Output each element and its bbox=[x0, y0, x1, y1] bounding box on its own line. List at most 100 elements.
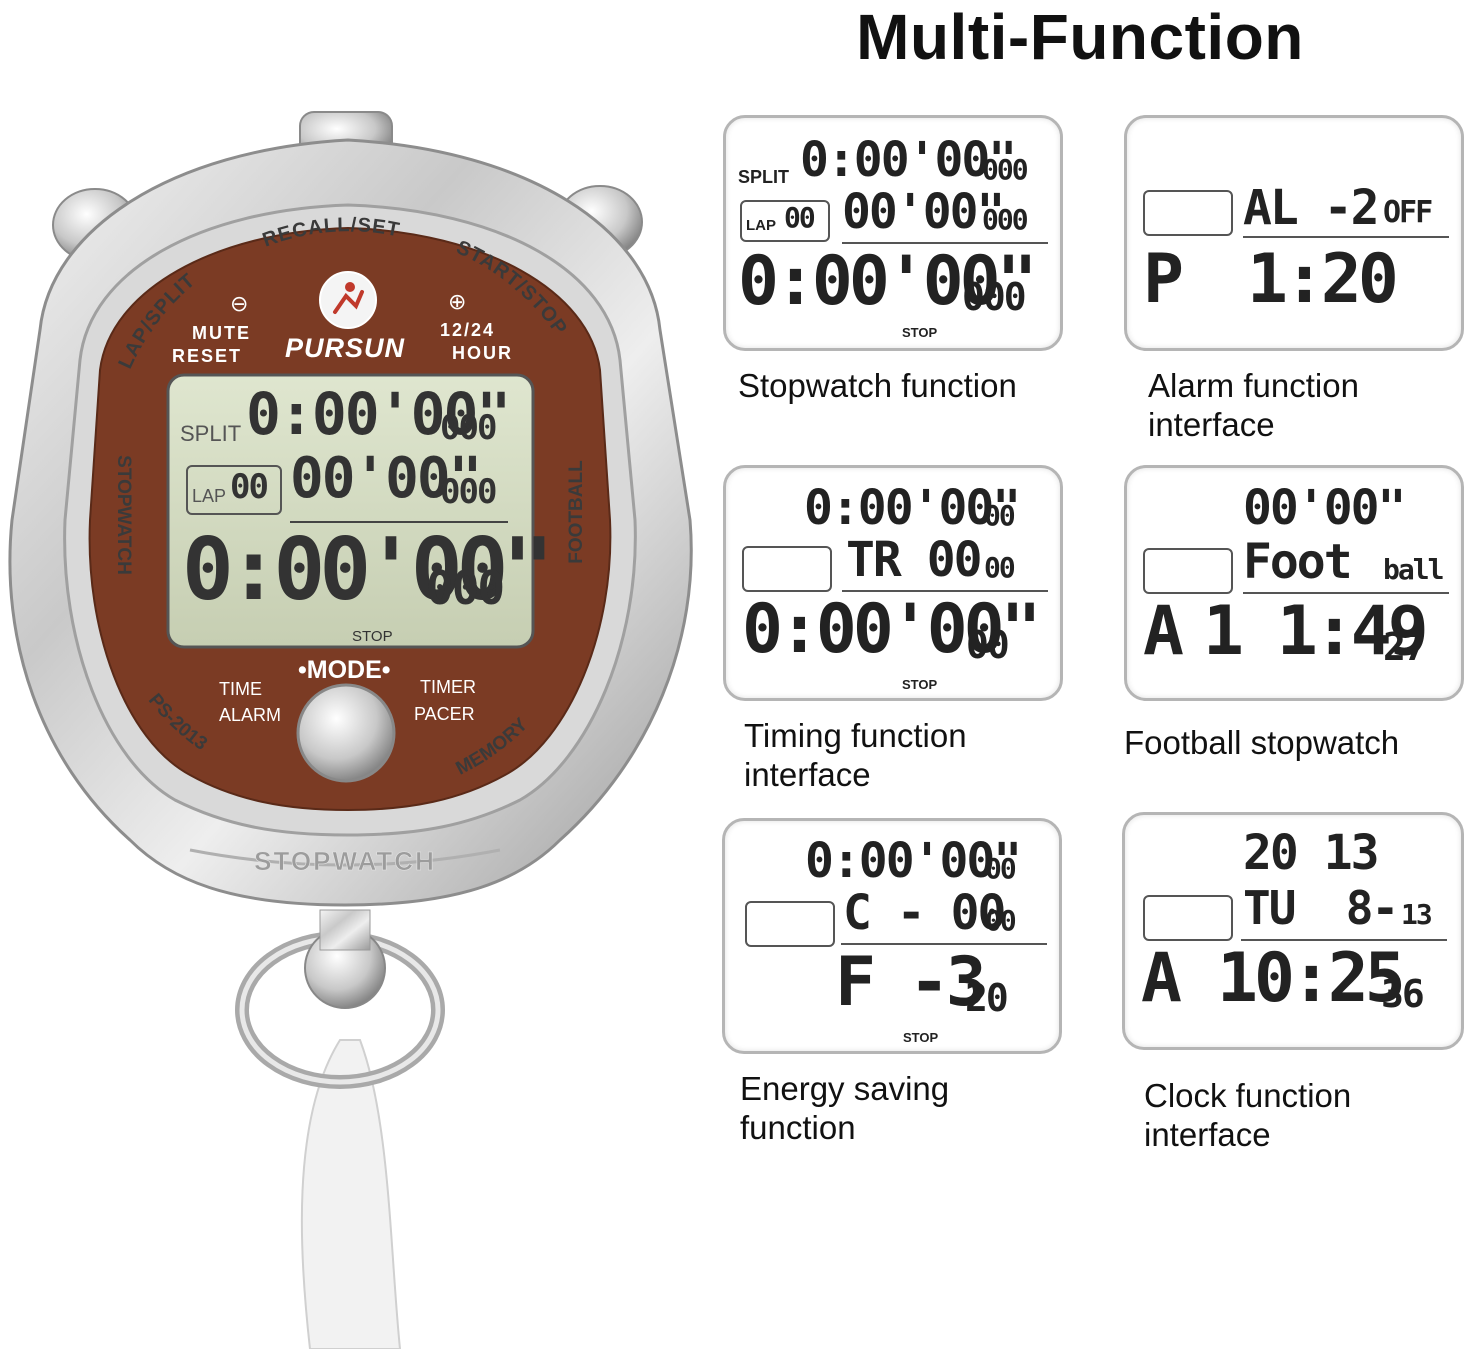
panel-alarm: AL -2 OFF P 1:20 bbox=[1124, 115, 1464, 351]
lcd-split-label: SPLIT bbox=[738, 167, 790, 187]
caption-line: interface bbox=[1144, 1116, 1271, 1153]
lcd-lap-box bbox=[186, 465, 282, 515]
lcd-divider bbox=[842, 590, 1048, 592]
caption-energy: Energy saving function bbox=[740, 1069, 949, 1147]
model-label: PS-2013 bbox=[144, 690, 211, 755]
lcd-divider bbox=[290, 521, 508, 523]
lcd-row2-suffix: 13 bbox=[1401, 898, 1433, 931]
lcd-empty-box bbox=[1143, 548, 1233, 594]
brand-logo: PURSUN bbox=[285, 333, 406, 363]
svg-text:RECALL/SET: RECALL/SET bbox=[260, 214, 402, 251]
minus-icon: ⊖ bbox=[230, 292, 249, 317]
lcd-row3-prefix: A bbox=[1143, 592, 1184, 671]
plus-icon: ⊕ bbox=[448, 290, 467, 315]
lcd-split-label: SPLIT bbox=[180, 421, 242, 446]
lcd-row2-suffix: ball bbox=[1383, 553, 1444, 586]
lcd-row3-ms: 000 bbox=[962, 275, 1027, 319]
caption-alarm: Alarm function interface bbox=[1148, 366, 1359, 444]
lcd-row2-ms: 00 bbox=[985, 904, 1017, 937]
hour-label: HOUR bbox=[452, 343, 513, 363]
mode-label: •MODE• bbox=[298, 656, 391, 684]
panel-stopwatch: SPLIT 0:00'00" 000 LAP 00 00'00" 000 0:0… bbox=[723, 115, 1063, 351]
mute-label: MUTE bbox=[192, 323, 251, 343]
lcd-row2: Foot bbox=[1243, 534, 1353, 590]
lcd-row2: C - 00 bbox=[843, 885, 1006, 941]
lcd-row1: 0:00'00" bbox=[800, 132, 1017, 188]
lcd-row3-ms: 000 bbox=[426, 561, 505, 615]
lcd-row2: TU 8- bbox=[1243, 881, 1399, 935]
caption-line: Alarm function bbox=[1148, 367, 1359, 404]
lcd-row2-ms: 000 bbox=[440, 472, 497, 512]
lcd-row1: 00'00" bbox=[1243, 480, 1406, 536]
alarm-label: ALARM bbox=[219, 705, 282, 725]
lcd-row3: 0:00'00" bbox=[182, 520, 554, 620]
watch-curved-labels: LAP/SPLIT RECALL/SET START/STOP PS-2013 … bbox=[113, 214, 587, 876]
lcd-stop-label: STOP bbox=[903, 1030, 939, 1045]
caption-stopwatch: Stopwatch function bbox=[738, 366, 1017, 405]
lcd-lap-number: 00 bbox=[784, 201, 816, 234]
recall-set-label: RECALL/SET bbox=[260, 214, 401, 251]
hour12-24-label: 12/24 bbox=[440, 320, 496, 340]
lcd-row1-suffix: OFF bbox=[1383, 195, 1433, 230]
caption-clock: Clock function interface bbox=[1144, 1076, 1351, 1154]
lcd-row3-ms: 00 bbox=[966, 623, 1010, 667]
lcd-divider bbox=[841, 943, 1047, 945]
lcd-row3-ms: 36 bbox=[1381, 972, 1425, 1016]
lcd-row1: 0:00'00" bbox=[246, 380, 511, 448]
lcd-stop-label: STOP bbox=[902, 325, 938, 340]
caption-timing: Timing function interface bbox=[744, 716, 967, 794]
lcd-row3: F -3 bbox=[835, 943, 987, 1022]
panel-timing: 0:00'00" 00 TR 00 00 0:00'00" 00 STOP bbox=[723, 465, 1063, 701]
lcd-lap-label: LAP bbox=[192, 486, 227, 506]
lcd-row3-time: 10:25 bbox=[1217, 939, 1406, 1018]
lcd-row3-prefix: A bbox=[1141, 939, 1182, 1018]
caption-line: Energy saving bbox=[740, 1070, 950, 1107]
caption-line: function bbox=[740, 1109, 856, 1146]
caption-line: Timing function bbox=[744, 717, 967, 754]
lcd-row3-ms: 27 bbox=[1383, 625, 1427, 669]
svg-text:PS-2013: PS-2013 bbox=[144, 690, 211, 755]
lcd-row1: 0:00'00" bbox=[805, 833, 1022, 889]
reset-label: RESET bbox=[172, 346, 243, 366]
timer-label: TIMER bbox=[420, 677, 476, 697]
side-stopwatch-label: STOPWATCH bbox=[113, 455, 134, 575]
lcd-lap-label: LAP bbox=[746, 217, 776, 234]
time-label: TIME bbox=[219, 679, 262, 699]
caption-line: Football stopwatch bbox=[1124, 724, 1400, 761]
caption-line: Stopwatch function bbox=[738, 367, 1017, 404]
lcd-divider bbox=[1241, 939, 1447, 941]
lcd-row2-prefix: P bbox=[1143, 240, 1184, 319]
lcd-divider bbox=[1243, 592, 1449, 594]
caption-line: Clock function bbox=[1144, 1077, 1352, 1114]
lcd-row1: 20 13 bbox=[1243, 825, 1379, 881]
lcd-stop-label: STOP bbox=[902, 677, 938, 692]
panel-energy: 0:00'00" 00 C - 00 00 F -3 20 STOP bbox=[722, 818, 1062, 1054]
engraving-label: STOPWATCH bbox=[254, 846, 436, 876]
panel-football: 00'00" Foot ball A 1 1:49 27 bbox=[1124, 465, 1464, 701]
lcd-empty-box bbox=[745, 901, 835, 947]
mode-button[interactable] bbox=[298, 685, 394, 781]
lcd-lap-number: 00 bbox=[230, 467, 269, 507]
lcd-lap-box bbox=[740, 200, 830, 242]
lcd-row3: 0:00'00" bbox=[742, 590, 1042, 669]
lcd-empty-box bbox=[1143, 190, 1233, 236]
lcd-divider bbox=[842, 242, 1048, 244]
lcd-row3-time: 1 1:49 bbox=[1203, 592, 1429, 671]
lcd-row1-ms: 00 bbox=[985, 852, 1017, 885]
lcd-empty-box bbox=[742, 546, 832, 592]
watch-lcd: SPLIT 0:00'00" 000 LAP 00 00'00" 000 0:0… bbox=[168, 375, 554, 647]
lcd-row1-ms: 000 bbox=[982, 153, 1029, 186]
side-football-label: FOOTBALL bbox=[566, 460, 587, 564]
lcd-empty-box bbox=[1143, 895, 1233, 941]
lcd-row1-ms: 000 bbox=[440, 408, 497, 448]
caption-line: interface bbox=[744, 756, 871, 793]
lcd-row2: 00'00" bbox=[290, 446, 482, 511]
lcd-row1: 0:00'00" bbox=[804, 480, 1021, 536]
caption-line: interface bbox=[1148, 406, 1275, 443]
lcd-row1: AL -2 bbox=[1243, 180, 1379, 236]
lcd-row2: TR 00 bbox=[846, 532, 982, 588]
lcd-row3: 0:00'00" bbox=[738, 242, 1038, 321]
lcd-row2-time: 1:20 bbox=[1247, 240, 1399, 319]
page-title: Multi-Function bbox=[856, 1, 1304, 73]
caption-football: Football stopwatch bbox=[1124, 723, 1399, 762]
